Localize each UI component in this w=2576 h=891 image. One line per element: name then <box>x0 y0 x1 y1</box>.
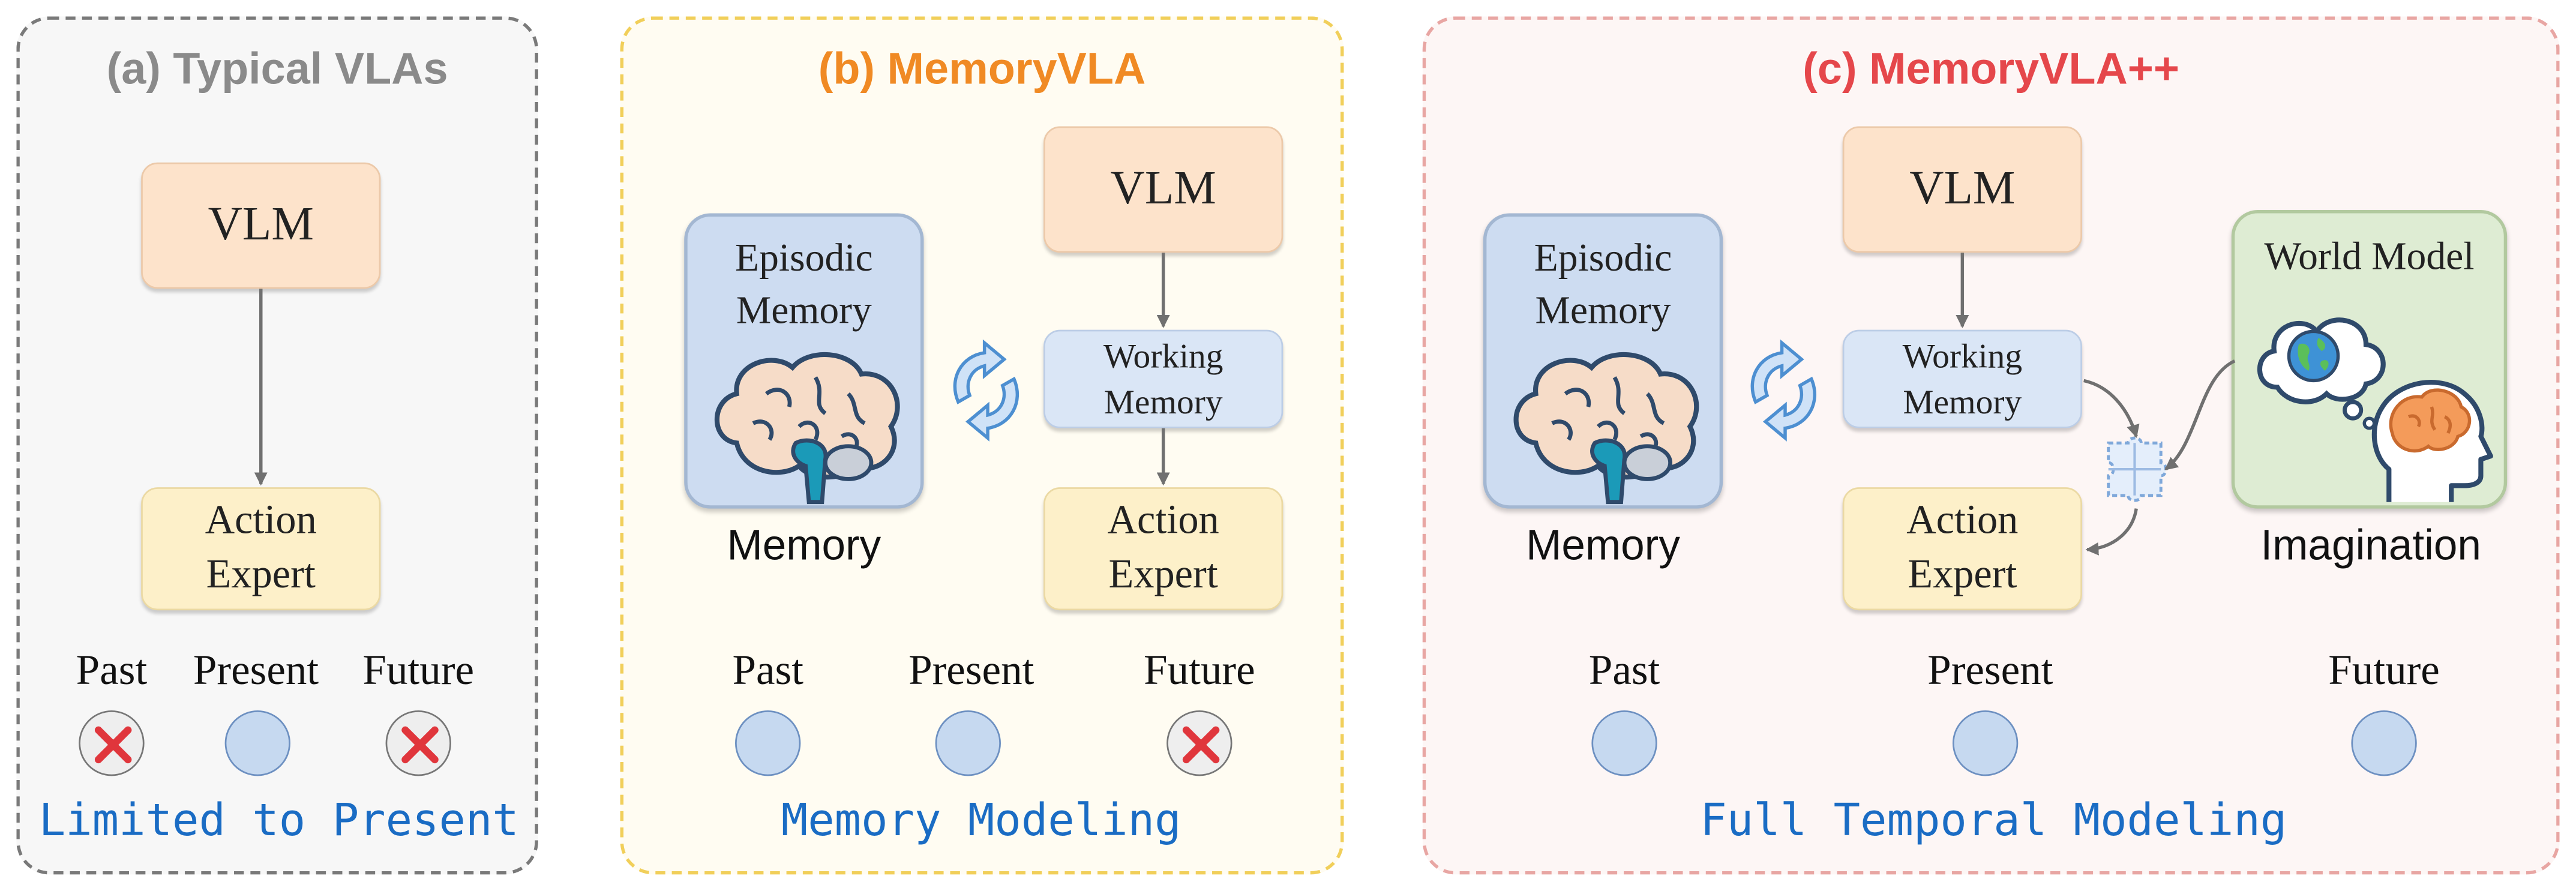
timeline-present: Present <box>1927 646 2053 694</box>
timeline-past: Past <box>76 646 148 694</box>
timeline-present: Present <box>193 646 319 694</box>
panel-footer: Memory Modeling <box>781 796 1181 847</box>
puzzle-icon <box>2107 436 2167 502</box>
panel-title: (b) MemoryVLA <box>818 44 1146 94</box>
past-circle <box>735 710 801 776</box>
vlm-box: VLM <box>141 162 381 289</box>
present-circle <box>224 710 290 776</box>
brain-icon <box>1513 352 1699 505</box>
memory-caption: Memory <box>727 520 881 569</box>
vlm-box: VLM <box>1043 126 1283 253</box>
vlm-label: VLM <box>1110 162 1216 215</box>
future-cross-icon <box>1166 710 1232 776</box>
cycle-arrows-icon <box>1750 339 1816 442</box>
panel-title: (a) Typical VLAs <box>106 44 448 94</box>
memory-caption: Memory <box>1526 520 1680 569</box>
past-cross-icon <box>79 710 145 776</box>
vlm-label: VLM <box>208 198 314 251</box>
imagination-caption: Imagination <box>2260 520 2481 569</box>
world-model-box: World Model <box>2231 210 2508 509</box>
vlm-label: VLM <box>1909 162 2016 215</box>
present-circle <box>1952 710 2019 776</box>
arrow-working-to-puzzle <box>2083 379 2140 438</box>
cycle-arrows-icon <box>953 339 1019 442</box>
present-circle <box>935 710 1001 776</box>
world-model-label: World Model <box>2264 236 2475 279</box>
timeline-future: Future <box>2328 646 2440 694</box>
timeline-past: Past <box>1588 646 1660 694</box>
future-circle <box>2351 710 2417 776</box>
timeline-present: Present <box>908 646 1034 694</box>
panel-title: (c) MemoryVLA++ <box>1803 44 2180 94</box>
arrow-puzzle-to-action <box>2085 508 2138 556</box>
timeline-past: Past <box>732 646 803 694</box>
past-circle <box>1591 710 1657 776</box>
brain-icon <box>715 352 900 505</box>
vlm-box: VLM <box>1842 126 2082 253</box>
earth-icon <box>2287 329 2340 383</box>
timeline-future: Future <box>362 646 475 694</box>
head-brain-icon <box>2371 380 2493 502</box>
timeline-future: Future <box>1144 646 1255 694</box>
panel-footer: Full Temporal Modeling <box>1700 796 2287 847</box>
panel-footer: Limited to Present <box>38 796 519 847</box>
future-cross-icon <box>385 710 451 776</box>
arrow-world-to-puzzle <box>2164 359 2236 471</box>
